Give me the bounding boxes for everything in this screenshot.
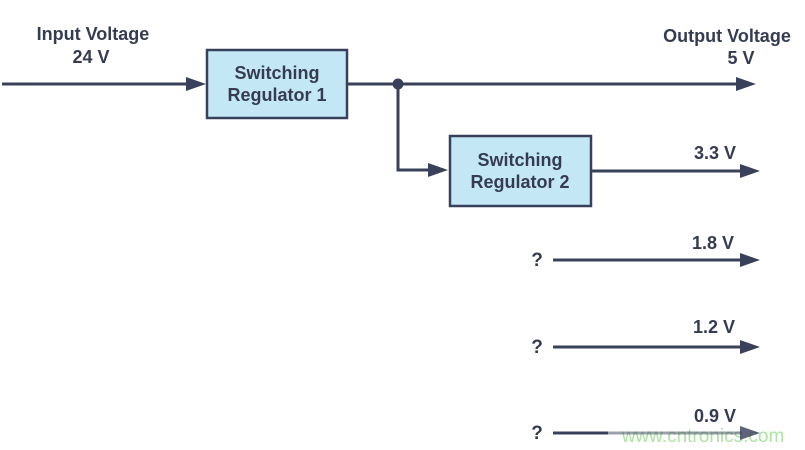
branch-arrow <box>396 84 448 177</box>
unknown-source-mark-1: ? <box>531 250 543 271</box>
unknown-source-mark-3: ? <box>531 423 543 444</box>
input-voltage-value: 24 V <box>72 47 109 67</box>
output-voltage-value: 5 V <box>727 48 754 68</box>
arrowhead-icon <box>740 340 760 354</box>
rail-label-1v8: 1.8 V <box>692 233 734 253</box>
input-voltage-title: Input Voltage <box>37 24 150 44</box>
branch-wire <box>396 84 430 172</box>
output-voltage-label: Output Voltage 5 V <box>663 26 791 68</box>
rail-0v9: ? 0.9 V www.cntronics.com <box>531 406 784 447</box>
regulator2-rect <box>448 134 593 208</box>
arrowhead-icon <box>428 163 448 177</box>
rail-label-1v2: 1.2 V <box>693 317 735 337</box>
rail-1v2: ? 1.2 V <box>531 317 760 358</box>
rail-arrow-5v <box>347 77 756 91</box>
regulator2-label-line2: Regulator 2 <box>470 172 569 192</box>
output-voltage-title: Output Voltage <box>663 26 791 46</box>
regulator2-label-line1: Switching <box>478 150 563 170</box>
arrowhead-icon <box>740 426 760 440</box>
input-arrow <box>2 77 206 91</box>
regulator1-box: Switching Regulator 1 <box>205 48 349 120</box>
input-voltage-label: Input Voltage 24 V <box>37 24 150 67</box>
regulator1-label-line1: Switching <box>235 63 320 83</box>
rail-1v8: ? 1.8 V <box>531 233 760 271</box>
arrowhead-icon <box>740 253 760 267</box>
unknown-source-mark-2: ? <box>531 337 543 358</box>
regulator2-box: Switching Regulator 2 <box>448 134 593 208</box>
arrowhead-icon <box>736 77 756 91</box>
rail-label-3v3: 3.3 V <box>694 143 736 163</box>
rail-label-0v9: 0.9 V <box>694 406 736 426</box>
arrowhead-icon <box>740 164 760 178</box>
watermark-text: www.cntronics.com <box>621 426 785 447</box>
rail-3v3: 3.3 V <box>591 143 760 178</box>
arrowhead-icon <box>186 77 206 91</box>
regulator1-label-line2: Regulator 1 <box>227 85 326 105</box>
regulator1-rect <box>205 48 349 120</box>
